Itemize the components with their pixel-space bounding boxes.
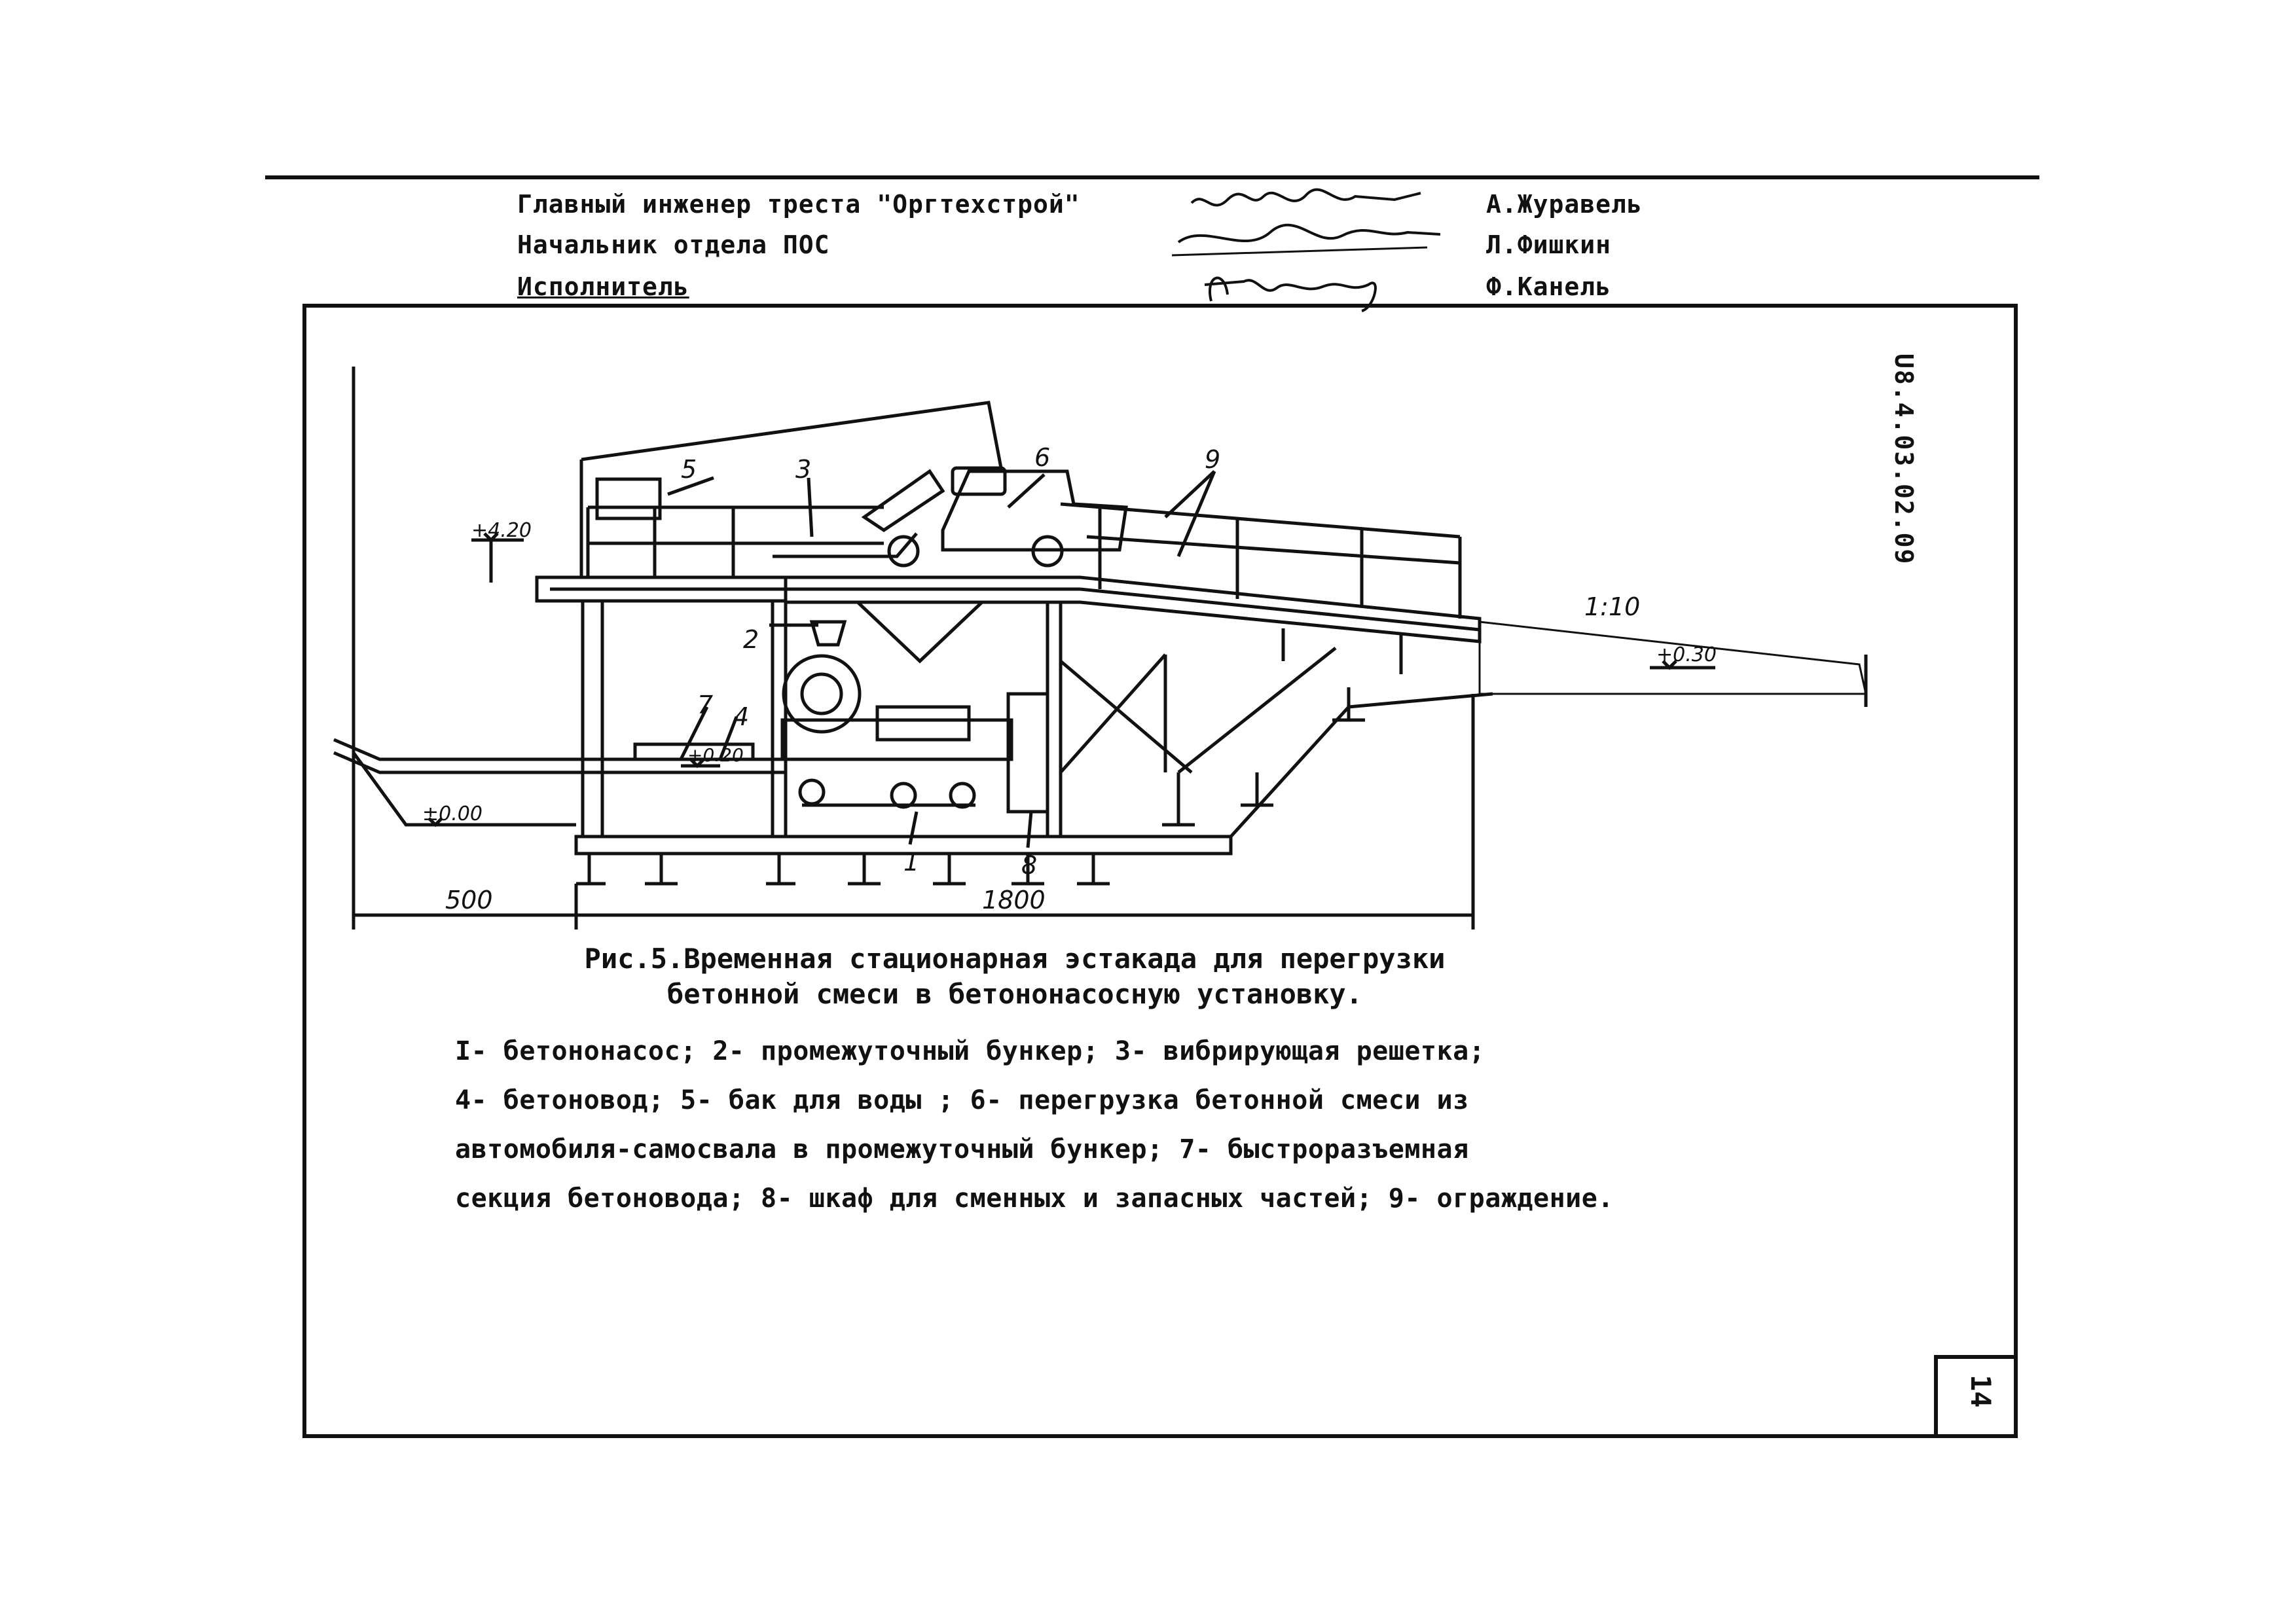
footings xyxy=(576,687,1365,886)
header-name-zhuravel: А.Журавель xyxy=(1486,190,1643,219)
concrete-pump-wheel xyxy=(782,654,862,734)
header-rule xyxy=(265,175,2039,179)
page-number-box xyxy=(1934,1355,2018,1438)
canopy-outline xyxy=(581,401,1004,472)
figure-caption-line-1: Рис.5.Временная стационарная эстакада дл… xyxy=(584,943,1446,975)
intermediate-hopper xyxy=(809,620,847,647)
item-label-8: 8 xyxy=(1021,851,1037,880)
water-tank xyxy=(595,477,662,520)
spare-parts-cabinet xyxy=(1006,692,1049,814)
header-role-executor: Исполнитель xyxy=(517,272,689,301)
header-name-fishkin: Л.Фишкин xyxy=(1486,230,1612,259)
dimension-500: 500 xyxy=(445,886,493,914)
elevation-pipe: +0.20 xyxy=(687,744,744,766)
legend-line-1: I- бетононасос; 2- промежуточный бункер;… xyxy=(455,1036,1485,1066)
header-role-chief-engineer: Главный инженер треста "Оргтехстрой" xyxy=(517,190,1080,219)
item-label-3: 3 xyxy=(795,455,811,484)
item-label-5: 5 xyxy=(681,455,697,484)
item-label-9: 9 xyxy=(1205,445,1220,474)
legend-line-3: автомобиля-самосвала в промежуточный бун… xyxy=(455,1134,1469,1164)
header-role-department-head: Начальник отдела ПОС xyxy=(517,230,830,259)
handwritten-signatures xyxy=(1171,188,1441,312)
slope-label: 1:10 xyxy=(1584,592,1640,621)
page-number: 14 xyxy=(1965,1375,1997,1408)
legend-line-4: секция бетоновода; 8- шкаф для сменных и… xyxy=(455,1183,1614,1214)
item-label-7: 7 xyxy=(697,691,713,719)
elevation-ramp: +0.30 xyxy=(1656,643,1717,666)
concrete-pipeline xyxy=(333,738,786,761)
dimension-1800: 1800 xyxy=(982,886,1046,914)
vibrating-grid xyxy=(861,469,945,533)
item-label-4: 4 xyxy=(733,702,749,731)
elevation-ground: ±0.00 xyxy=(422,803,483,825)
sheet-frame xyxy=(302,304,2018,1438)
figure-caption-line-2: бетонной смеси в бетононасосную установк… xyxy=(666,978,1363,1010)
item-label-2: 2 xyxy=(743,625,759,654)
item-label-6: 6 xyxy=(1034,443,1050,472)
trestle-drawing: 5 3 6 9 2 7 4 1 8 +4.20 +0.30 ±0.00 +0.2… xyxy=(333,367,1868,929)
elevation-upper: +4.20 xyxy=(471,519,532,542)
base-slab xyxy=(574,835,1233,856)
legend-line-2: 4- бетоновод; 5- бак для воды ; 6- перег… xyxy=(455,1085,1469,1115)
header-name-kanel: Ф.Канель xyxy=(1486,272,1612,301)
item-label-1: 1 xyxy=(903,848,919,876)
